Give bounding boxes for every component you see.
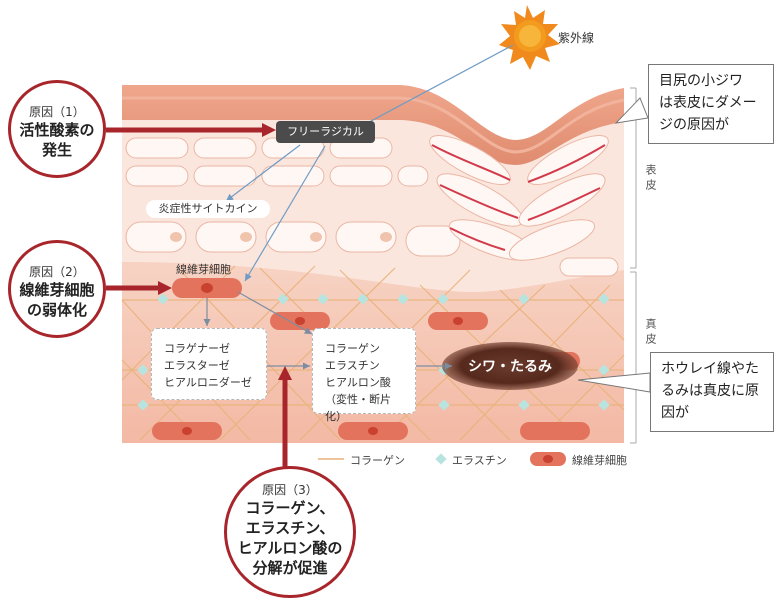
cause-1-text-line: 発生 [41,141,72,159]
stratum-corneum [122,85,624,165]
cause-3-text-line: エラスチン、 [245,519,335,537]
legend-elastin: エラスチン [452,454,507,467]
epidermal-cells [125,135,619,277]
cause-3-text-line: ヒアルロン酸の [237,539,343,557]
legend-fibroblast: 線維芽細胞 [572,454,627,467]
callout-line: るみは真皮に原 [661,383,759,399]
cause-2-circle: 原因（2） 線維芽細胞 の弱体化 [8,240,106,338]
cause-1-text-line: 活性酸素の [19,121,95,139]
cause-3-text-line: コラーゲン、 [245,499,335,517]
matrix-line: （変性・断片化） [325,393,391,423]
sun-icon [499,5,560,70]
dermis-callout: ホウレイ線やた るみは真皮に原 因が [650,352,774,432]
matrix-line: ヒアルロン酸 [325,376,391,389]
matrix-line: エラスチン [325,359,380,372]
cause-2-text-line: 線維芽細胞 [19,281,95,299]
wrinkle-label: シワ・たるみ [468,359,552,375]
cause-2-label: 原因（2） [29,265,85,279]
elastin-dots [137,293,610,411]
cause-3-label: 原因（3） [262,483,318,497]
callout-line: は表皮にダメー [659,95,757,111]
cause-2-text-line: の弱体化 [26,301,87,319]
enzyme-line: ヒアルロニダーゼ [164,376,252,389]
dermis-tag: 真皮 [644,318,657,348]
free-radical-label: フリーラジカル [276,121,375,143]
wrinkle-blob [442,342,578,390]
uv-label: 紫外線 [558,31,595,45]
matrix-line: コラーゲン [325,342,380,355]
callout-line: ホウレイ線やた [661,361,759,377]
enzyme-box: コラゲナーゼ エラスターゼ ヒアルロニダーゼ [151,328,267,400]
legend-collagen: コラーゲン [350,454,405,467]
cause-1-label: 原因（1） [29,105,85,119]
cause-3-text-line: 分解が促進 [252,559,328,577]
enzyme-line: コラゲナーゼ [164,342,230,355]
cytokine-label: 炎症性サイトカイン [146,200,270,218]
epidermis-callout: 目尻の小ジワ は表皮にダメー ジの原因が [648,64,774,144]
matrix-box: コラーゲン エラスチン ヒアルロン酸 （変性・断片化） [312,328,416,423]
enzyme-line: エラスターゼ [164,359,230,372]
callout-line: 目尻の小ジワ [659,73,743,89]
callout-line: ジの原因が [659,117,729,133]
callout-line: 因が [661,405,689,421]
cause-3-circle: 原因（3） コラーゲン、 エラスチン、 ヒアルロン酸の 分解が促進 [224,466,356,598]
fibroblast-label: 線維芽細胞 [176,263,231,276]
cause-1-circle: 原因（1） 活性酸素の 発生 [8,80,106,178]
epidermis-tag: 表皮 [644,164,657,194]
